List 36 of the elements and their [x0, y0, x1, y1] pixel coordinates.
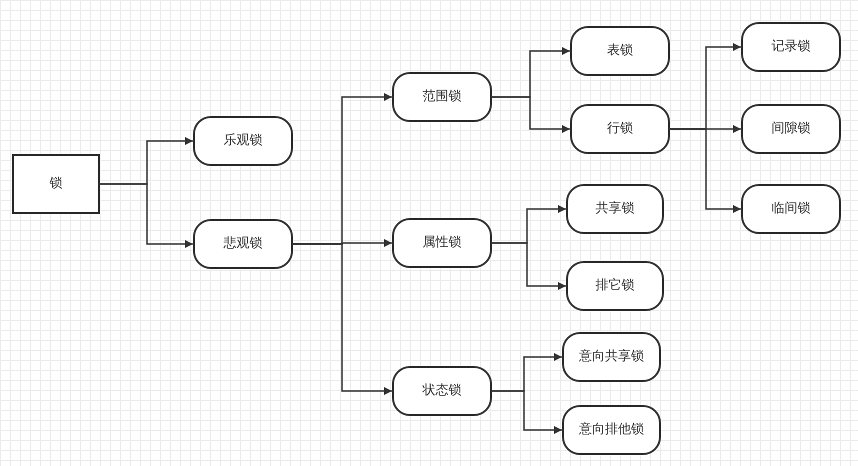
rounded-box: [566, 184, 664, 234]
arrow: [100, 183, 193, 248]
node-label: 排它锁: [596, 277, 634, 296]
node-label: 临间锁: [772, 200, 810, 218]
arrow: [492, 96, 570, 133]
arrow: [492, 242, 566, 290]
node-label: 共享锁: [596, 200, 634, 218]
arrow: [293, 243, 392, 395]
node-label: 悲观锁: [224, 235, 262, 254]
node-label: 范围锁: [422, 88, 462, 106]
node-label: 行锁: [607, 120, 633, 138]
process-box: [12, 154, 100, 214]
rounded-box: [562, 332, 661, 382]
node-label: 间隙锁: [772, 120, 810, 138]
node-label: 记录锁: [772, 38, 810, 56]
rounded-box: [562, 405, 661, 455]
rounded-box: [392, 366, 492, 416]
rounded-box: [392, 72, 492, 122]
rounded-box: [392, 218, 492, 268]
node-label: 意向排他锁: [579, 421, 644, 440]
node-label: 乐观锁: [224, 132, 262, 150]
arrow: [670, 128, 741, 213]
node-label: 状态锁: [422, 382, 462, 400]
rounded-box: [741, 22, 841, 72]
node-label: 锁: [50, 175, 62, 194]
arrow: [492, 390, 562, 434]
rounded-box: [193, 219, 293, 269]
rounded-box: [570, 26, 670, 76]
rounded-box: [193, 116, 293, 166]
node-label: 表锁: [607, 42, 633, 60]
rounded-box: [570, 104, 670, 154]
node-label: 属性锁: [422, 234, 462, 252]
rounded-box: [566, 261, 664, 311]
rounded-box: [741, 184, 841, 234]
node-label: 意向共享锁: [579, 348, 644, 366]
rounded-box: [741, 104, 841, 154]
